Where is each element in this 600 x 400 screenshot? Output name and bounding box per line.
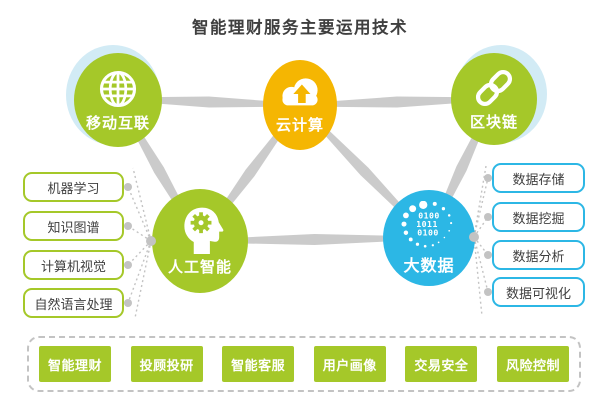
node-artificial-intelligence: 人工智能	[152, 189, 248, 293]
page-title: 智能理财服务主要运用技术	[192, 19, 408, 37]
right-box-data-mining: 数据挖掘	[492, 202, 585, 232]
box-label: 数据可视化	[505, 285, 571, 301]
left-box-knowledge-graph: 知识图谱	[23, 211, 124, 241]
chip-risk-control: 风险控制	[496, 346, 569, 382]
box-label: 自然语言处理	[34, 296, 113, 312]
chip-transaction-security: 交易安全	[405, 346, 478, 382]
globe-icon	[99, 70, 137, 108]
node-label: 大数据	[403, 257, 455, 275]
head-gear-icon	[184, 207, 224, 254]
binary-line: 1011	[416, 218, 438, 228]
right-box-data-storage: 数据存储	[492, 163, 585, 193]
binary-dots-icon: 0100 1011 0100	[401, 200, 453, 248]
binary-line: 0100	[417, 227, 439, 237]
node-label: 人工智能	[167, 259, 232, 276]
chip-label: 用户画像	[322, 357, 377, 373]
node-label: 云计算	[275, 117, 324, 134]
left-box-nlp: 自然语言处理	[23, 288, 124, 318]
chip-label: 智能客服	[231, 357, 286, 373]
chip-label: 交易安全	[414, 357, 469, 373]
left-box-machine-learning: 机器学习	[23, 172, 124, 202]
chain-link-icon	[475, 69, 513, 107]
chip-label: 风险控制	[505, 357, 560, 373]
box-label: 数据存储	[512, 171, 565, 187]
chip-smart-service: 智能客服	[222, 346, 295, 382]
chip-user-profile: 用户画像	[313, 346, 386, 382]
node-cloud-computing: 云计算	[263, 60, 337, 150]
node-big-data: 0100 1011 0100 大数据	[383, 190, 475, 286]
application-band: 智能理财 投顾投研 智能客服 用户画像 交易安全 风险控制	[27, 336, 581, 392]
box-label: 计算机视觉	[40, 258, 106, 274]
node-label: 移动互联	[85, 115, 150, 132]
chip-label: 投顾投研	[139, 357, 194, 373]
chip-advisory-research: 投顾投研	[130, 346, 203, 382]
chip-label: 智能理财	[47, 357, 102, 373]
box-label: 知识图谱	[47, 219, 100, 235]
node-label: 区块链	[469, 114, 518, 131]
box-label: 机器学习	[47, 180, 100, 196]
box-label: 数据挖掘	[512, 210, 565, 226]
left-box-computer-vision: 计算机视觉	[23, 250, 124, 280]
box-label: 数据分析	[512, 248, 565, 264]
right-box-data-visualization: 数据可视化	[492, 277, 585, 307]
chip-smart-wealth: 智能理财	[39, 346, 111, 382]
binary-line: 0100	[418, 210, 440, 220]
node-blockchain: 区块链	[451, 53, 537, 145]
cloud-upload-icon	[282, 78, 318, 106]
node-mobile-internet: 移动互联	[74, 53, 162, 147]
right-box-data-analysis: 数据分析	[492, 240, 585, 270]
